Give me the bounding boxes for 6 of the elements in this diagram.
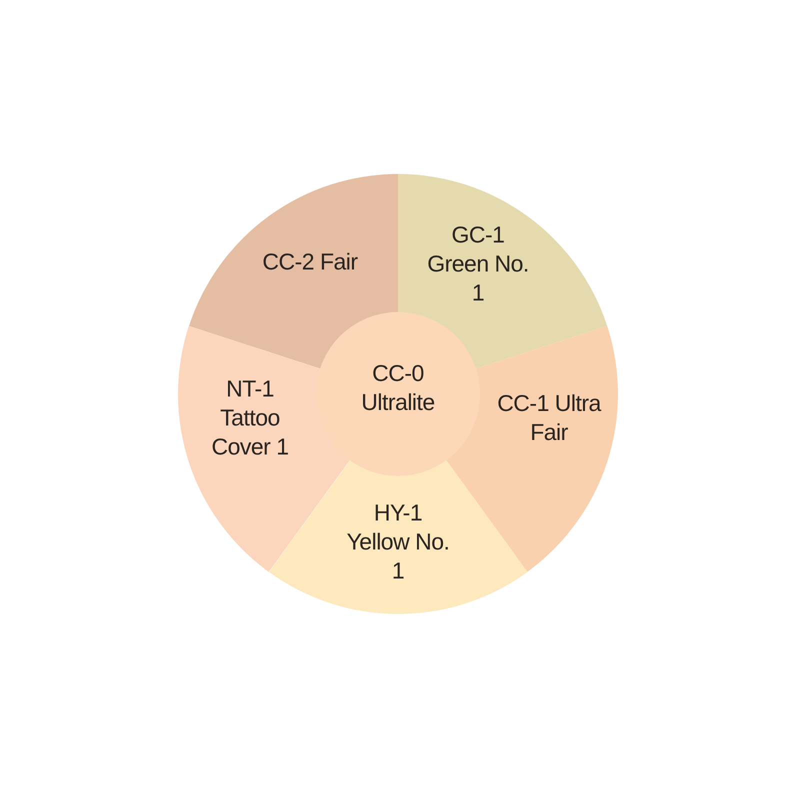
shade-label: CC-1 Ultra Fair [496,388,602,447]
shade-label: CC-0 Ultralite [360,359,436,417]
shade-label: CC-2 Fair [261,248,359,276]
shade-label: NT-1 Tattoo Cover 1 [210,374,290,462]
shade-label: HY-1 Yellow No. 1 [346,498,450,586]
shade-label: GC-1 Green No. 1 [426,220,530,308]
